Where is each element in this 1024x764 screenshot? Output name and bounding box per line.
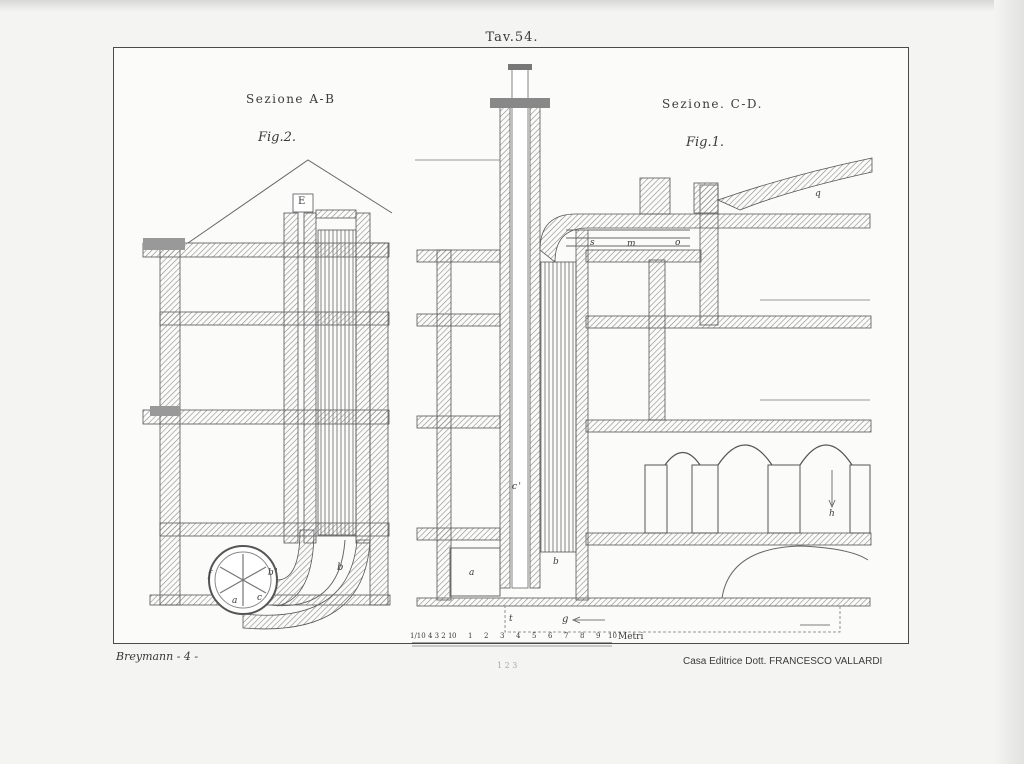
scale-label-9: 9 <box>596 632 601 640</box>
author-caption: Breymann - 4 - <box>116 650 199 663</box>
label-m: m <box>627 239 638 249</box>
label-E: E <box>298 196 307 207</box>
scale-label-1: 1 <box>468 632 473 640</box>
fig-1-label: Fig.1. <box>686 135 725 150</box>
label-a-left: a <box>232 596 239 606</box>
scale-label-10: 10 <box>608 632 617 640</box>
label-t: t <box>509 614 515 624</box>
label-c-prime: c' <box>512 482 523 492</box>
label-b-right: b <box>553 557 561 567</box>
label-h: h <box>829 509 837 519</box>
scale-label-3: 3 <box>500 632 505 640</box>
scale-label-5: 5 <box>532 632 537 640</box>
scale-bar <box>412 642 612 647</box>
scale-label-7: 7 <box>564 632 569 640</box>
label-s: s <box>590 238 597 248</box>
publisher-caption: Casa Editrice Dott. FRANCESCO VALLARDI <box>683 656 883 667</box>
scale-label-4: 4 <box>516 632 521 640</box>
section-a-b-title: Sezione A-B <box>246 92 336 106</box>
fig-2-label: Fig.2. <box>258 130 297 145</box>
page-binding-shadow <box>994 0 1024 764</box>
label-a-right: a <box>469 568 476 578</box>
label-g: g <box>562 614 570 625</box>
label-q: q <box>815 189 823 199</box>
label-f-left: f <box>208 570 213 580</box>
label-b-left: b <box>337 562 345 573</box>
scale-unit: Metri <box>618 632 644 642</box>
section-c-d-title: Sezione. C-D. <box>662 97 763 111</box>
page-top-edge <box>0 0 1024 12</box>
label-b-prime: b' <box>268 568 280 578</box>
label-c-left: c <box>257 593 264 603</box>
section-c-d-drawing <box>415 64 873 633</box>
scale-label-8: 8 <box>580 632 585 640</box>
scale-label-2: 2 <box>484 632 489 640</box>
faint-caption: 1 2 3 <box>497 661 518 670</box>
scale-label-fraction: 1/10 4 3 2 1 <box>410 632 453 640</box>
scale-label-0: 0 <box>452 632 457 640</box>
label-o: o <box>675 238 682 248</box>
scale-label-6: 6 <box>548 632 553 640</box>
plate-number: Tav.54. <box>485 30 539 45</box>
section-a-b-drawing <box>142 159 393 630</box>
